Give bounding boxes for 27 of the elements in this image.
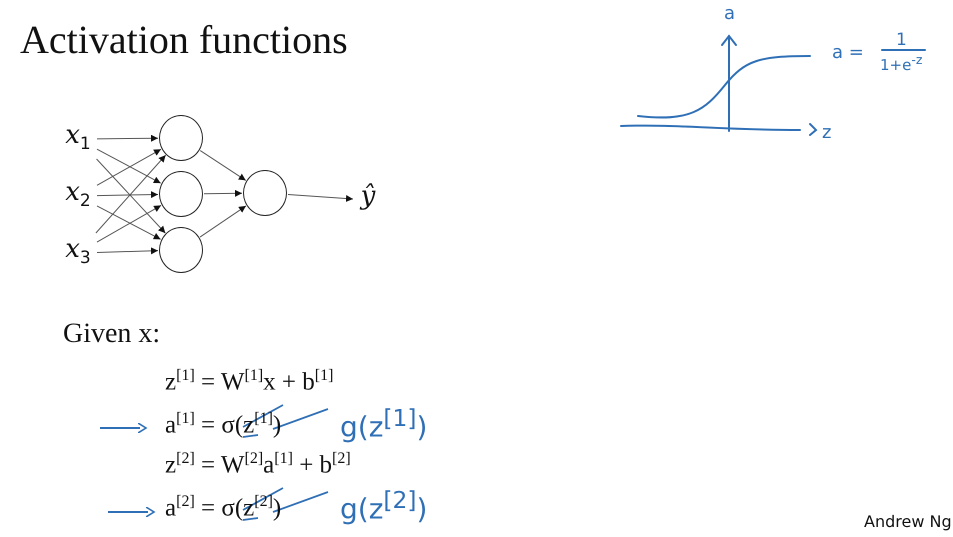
input-label: x$_{3}$ [62,236,94,270]
arrow [287,194,354,202]
input-label: ŷ [356,183,380,217]
arrow [96,247,158,254]
neuron-circle [159,171,203,217]
arrow [96,134,158,142]
formula-text: 1 [896,30,907,50]
input-label: x$_{2}$ [62,179,94,213]
formula-text: a = [832,42,864,63]
formula-text: 1+e$^{-z}$ [880,52,922,74]
arrow [200,150,246,181]
input-label: x$_{1}$ [62,122,94,156]
title: Activation functions [20,16,348,63]
neuron-circle [159,115,203,161]
axis-label: z [822,122,832,143]
handwritten-formula: g(z$^{[1]}$) [340,404,428,444]
text: Given x: [63,318,160,350]
author-name: Andrew Ng [864,512,952,531]
equation: z$^{[2]}$ = W$^{[2]}$a$^{[1]}$ + b$^{[2]}$ [165,450,351,480]
arrow [96,191,158,198]
arrow [204,190,242,197]
arrow [200,205,246,238]
neuron-circle [159,227,203,273]
equation: z$^{[1]}$ = W$^{[1]}$x + b$^{[1]}$ [165,367,334,396]
neuron-circle [243,170,287,216]
handwritten-formula: g(z$^{[2]}$) [340,486,428,526]
axis-label: a [724,3,736,24]
